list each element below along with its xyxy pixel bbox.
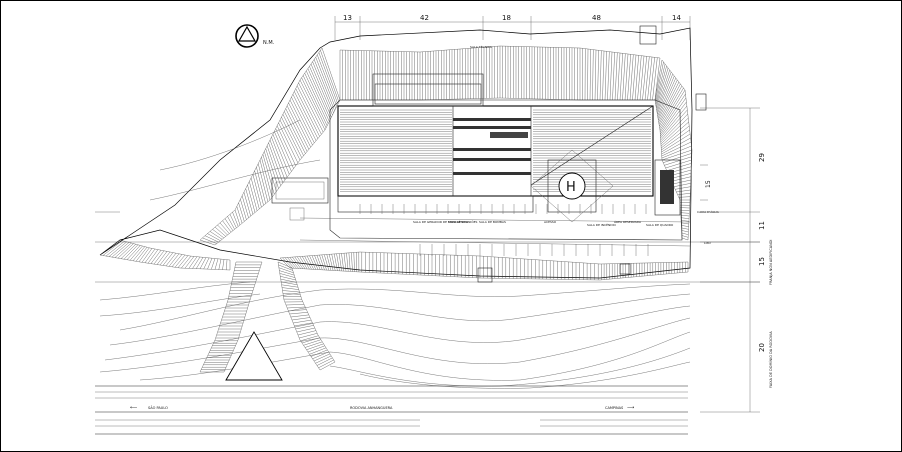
road-label-left: SÃO PAULO — [148, 405, 168, 410]
room-label-9: LIXO — [704, 241, 711, 245]
top-dimension-chain: 13 42 18 48 14 — [334, 14, 691, 40]
west-annex — [271, 177, 329, 221]
dim-top-4: 48 — [592, 14, 601, 22]
north-arrow-icon: N.M. — [235, 24, 275, 48]
right-dimension-chain: 29 15 11 15 FRANJA NON AEDIFICANDI 20 FA… — [700, 107, 773, 413]
dim-right-1: 29 — [758, 153, 766, 162]
dim-right-3: 11 — [758, 221, 766, 230]
parking-row — [299, 204, 691, 256]
slope-hatch-spur-1 — [99, 239, 263, 373]
north-label: N.M. — [263, 40, 275, 46]
helipad-letter: H — [566, 180, 576, 195]
dim-right-5: 20 — [758, 343, 766, 352]
property-boundary — [99, 27, 693, 279]
road-arrow-right-icon: ⟶ — [627, 405, 634, 411]
slope-hatch-south — [279, 251, 689, 281]
slope-hatch-east — [654, 59, 693, 241]
dim-right-label-2: FAIXA DE DOMÍNIO DA RODOVIA — [768, 331, 773, 388]
slope-hatch-west — [199, 47, 341, 246]
room-label-3: SALA DE BOMBAS — [479, 220, 506, 224]
helipad: H — [530, 149, 614, 223]
room-labels: SALA DE GERADOR DE EMERGÊNCIA SALA DE RE… — [413, 44, 720, 245]
survey-marker-icon — [225, 331, 283, 381]
slope-hatch-spur-2 — [277, 261, 336, 371]
road-label-center: RODOVIA ANHANGUERA — [350, 406, 393, 410]
room-label-8: CAIXA D'ÁGUA — [697, 209, 720, 214]
room-label-1: SALA DE GERADOR DE EMERGÊNCIA — [413, 219, 469, 224]
dim-right-2: 15 — [705, 180, 712, 188]
dim-top-1: 13 — [343, 14, 352, 22]
room-label-2: SALA DE REUNIÕES — [448, 219, 477, 224]
room-label-5: SALA DE INCÊNDIO — [587, 222, 616, 227]
room-label-4: ACESSO — [544, 220, 557, 224]
room-label-10: SALA TÉCNICA — [470, 44, 493, 49]
main-building — [337, 73, 681, 216]
contour-lines — [99, 119, 691, 389]
slope-hatch-north — [339, 45, 661, 101]
road-label-right: CAMPINAS — [605, 406, 624, 410]
road-arrow-left-icon: ⟵ — [130, 405, 137, 411]
highway: ⟵ SÃO PAULO RODOVIA ANHANGUERA CAMPINAS … — [95, 385, 688, 435]
dim-right-4: 15 — [758, 257, 766, 266]
room-label-7: SALA DE QUADRO — [646, 223, 674, 227]
dim-right-label-1: FRANJA NON AEDIFICANDI — [769, 240, 773, 285]
dim-top-3: 18 — [502, 14, 511, 22]
room-label-6: ÁREA RESERVADA — [614, 219, 642, 224]
dim-top-2: 42 — [420, 14, 429, 22]
dim-top-5: 14 — [672, 14, 681, 22]
